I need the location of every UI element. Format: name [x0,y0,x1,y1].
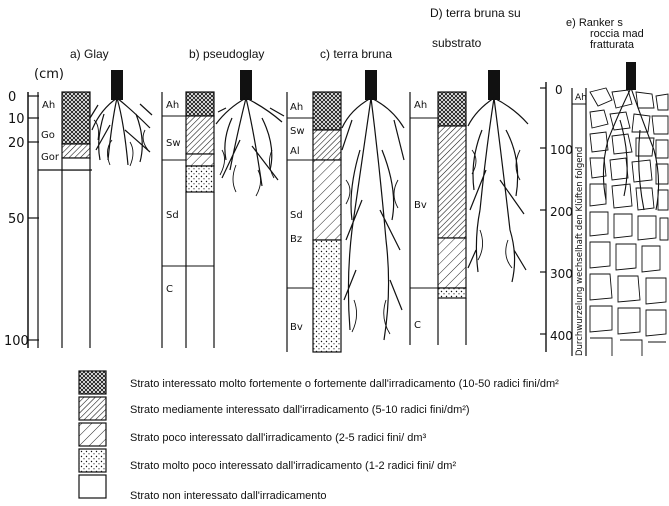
terra-bruna-layer-light [313,160,341,240]
terra-bruna-layer-medium [313,130,341,160]
substrato-layer-medium [438,126,466,238]
glay-root-system [90,98,152,166]
glay-layer-strong [62,92,90,144]
substrato-tree-stem [488,70,500,100]
pseudoglay-layer-dots [186,166,214,192]
pseudoglay-horizon-ah: Ah [166,100,179,111]
terra-bruna-tree-stem [365,70,377,100]
terra-bruna-horizon-sd: Sd [290,210,303,221]
legend-swatch-dense-hatch [79,397,106,420]
glay-horizon-gor: Gor [41,152,60,163]
ranker-tick-300: 300 [550,267,573,281]
glay-tree-stem [111,70,123,100]
legend-swatch-light-hatch [79,423,106,446]
title-terra-bruna: c) terra bruna [320,47,392,61]
pseudoglay-layer-light [186,154,214,166]
substrato-layer-dots [438,288,466,298]
ranker-tree-stem [626,62,636,90]
depth-tick-20: 20 [8,136,25,151]
depth-tick-0: 0 [8,90,16,105]
depth-tick-10: 10 [8,112,25,127]
ranker-rock-fragments [590,88,668,356]
substrato-horizon-ah: Ah [414,100,427,111]
glay-horizon-go: Go [41,130,55,141]
ranker-tick-400: 400 [550,329,573,343]
legend-swatch-dots [79,449,106,472]
legend-swatch-empty [79,475,106,498]
substrato-layer-light [438,238,466,288]
pseudoglay-horizon-c: C [166,284,173,295]
terra-bruna-horizon-ah: Ah [290,102,303,113]
substrato-layer-strong [438,92,466,126]
depth-unit: (cm) [34,67,64,82]
substrato-horizon-bv: Bv [414,200,427,211]
legend-swatch-cross [79,371,106,394]
pseudoglay-layer-medium [186,116,214,154]
terra-bruna-horizon-bv: Bv [290,322,303,333]
profile-terra-bruna-substrato: Ah Bv C [410,70,528,345]
terra-bruna-layer-dots [313,240,341,352]
glay-horizon-ah: Ah [42,100,55,111]
title-terra-bruna-substrato-2: substrato [432,36,482,50]
terra-bruna-horizon-sw: Sw [290,126,305,137]
ranker-horizon-ah: Ah [575,93,587,103]
substrato-root-system [468,98,528,282]
depth-tick-50: 50 [8,212,25,227]
profile-pseudoglay: Ah Sw Sd C [162,70,284,348]
legend-text-strong: Strato interessato molto fortemente o fo… [130,378,559,390]
title-ranker-3: fratturata [590,39,635,51]
terra-bruna-horizon-al: Al [290,146,300,157]
terra-bruna-root-system [342,98,404,340]
title-terra-bruna-substrato-1: D) terra bruna su [430,6,521,20]
terra-bruna-layer-strong [313,92,341,130]
ranker-vertical-label: Durchwurzelung wechselhaft den Klüften f… [575,147,585,356]
pseudoglay-root-system [216,98,284,196]
terra-bruna-horizon-bz: Bz [290,234,302,245]
depth-tick-100: 100 [4,334,29,349]
pseudoglay-horizon-sd: Sd [166,210,179,221]
title-pseudoglay: b) pseudoglay [189,47,264,61]
ranker-tick-0: 0 [555,83,563,97]
pseudoglay-horizon-sw: Sw [166,138,181,149]
substrato-horizon-c: C [414,320,421,331]
profile-terra-bruna: Ah Sw Al Sd Bz Bv [287,70,404,352]
legend: Strato interessato molto fortemente o fo… [79,371,559,502]
glay-layer-medium [62,144,90,158]
pseudoglay-layer-strong [186,92,214,116]
glay-layer-none [62,158,90,170]
legend-text-light: Strato poco interessato dall'irradicamen… [130,432,427,444]
profile-ranker: 0 100 200 300 400 Ah Durchwurzelung wech… [540,62,668,356]
profile-glay: Ah Go Gor [38,70,152,348]
pseudoglay-tree-stem [240,70,252,100]
legend-text-very-light: Strato molto poco interessato dall'irrad… [130,460,456,472]
ranker-tick-200: 200 [550,205,573,219]
legend-text-none: Strato non interessato dall'irradicament… [130,490,327,502]
title-glay: a) Glay [70,47,109,61]
legend-text-medium: Strato mediamente interessato dall'irrad… [130,404,470,416]
ranker-tick-100: 100 [550,143,573,157]
